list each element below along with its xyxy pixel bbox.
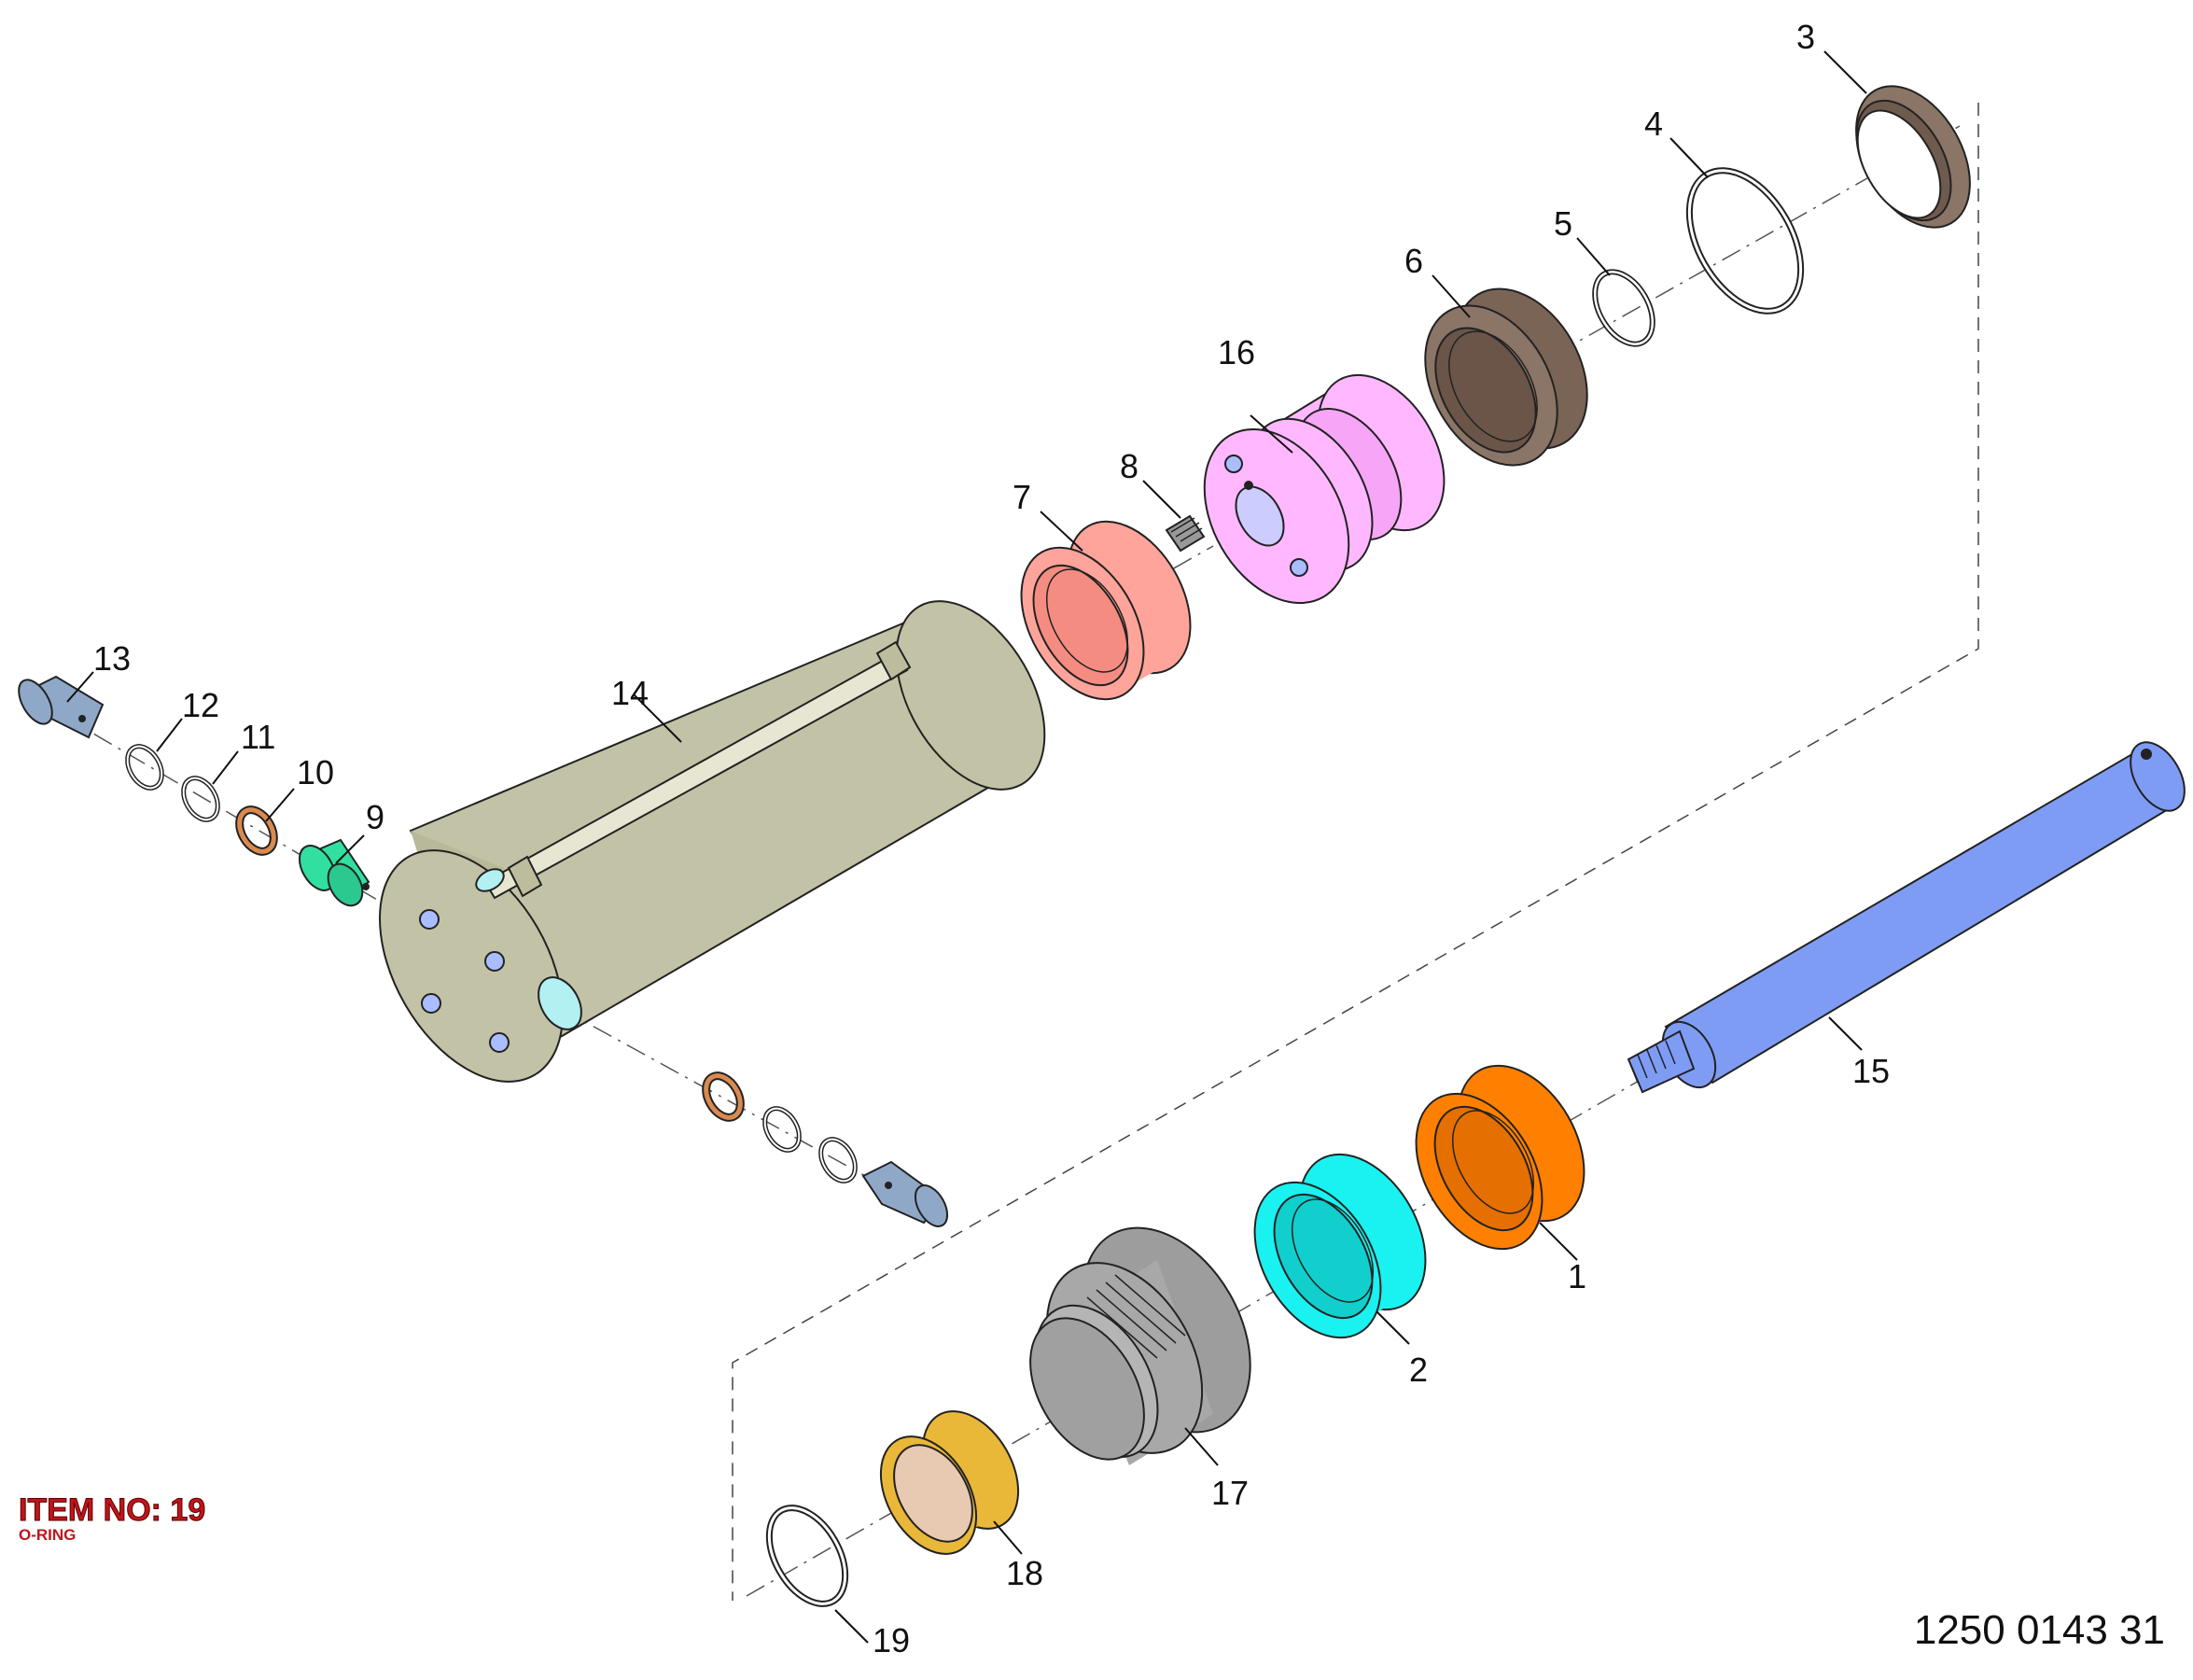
callout-6: 6: [1404, 242, 1423, 280]
callout-labels: 1 2 3 4 5 6 7 8 9 10 11 12 13 14 15 16 1…: [93, 18, 1890, 1659]
part-10-washer: [235, 805, 278, 856]
item-number-title: ITEM NO: 19: [18, 1492, 206, 1528]
lower-oring-b: [818, 1137, 858, 1183]
part-6-seal: [1424, 287, 1588, 467]
callout-2: 2: [1409, 1351, 1428, 1389]
item-description: O-RING: [19, 1526, 77, 1544]
callout-7: 7: [1013, 478, 1031, 516]
part-1-bushing: [1415, 1064, 1585, 1251]
part-4-oring: [1685, 167, 1805, 315]
callout-12: 12: [182, 686, 219, 724]
callout-15: 15: [1852, 1052, 1890, 1090]
callout-8: 8: [1120, 447, 1138, 485]
part-3-ring: [1855, 85, 1971, 229]
part-19-oring: [765, 1505, 849, 1607]
part-8-set-screw: [1165, 514, 1206, 553]
lower-washer: [702, 1071, 745, 1122]
callout-11: 11: [241, 718, 275, 756]
part-11-oring: [181, 776, 220, 822]
callout-16: 16: [1218, 333, 1255, 371]
part-15-rod: [1627, 741, 2186, 1094]
callout-9: 9: [366, 798, 384, 836]
drawing-number: 1250 0143 31: [1913, 1607, 2165, 1653]
part-2-ring: [1253, 1153, 1427, 1339]
part-12-oring: [125, 744, 164, 791]
part-17-gland: [1029, 1226, 1251, 1465]
callout-3: 3: [1796, 18, 1815, 56]
callout-19: 19: [873, 1621, 910, 1659]
part-16-piston: [1203, 373, 1446, 605]
callout-13: 13: [93, 639, 131, 678]
part-14-cylinder: [379, 600, 1046, 1083]
callout-18: 18: [1006, 1554, 1043, 1592]
callout-5: 5: [1554, 204, 1572, 243]
part-18-bushing: [879, 1410, 1020, 1555]
lower-oring-a: [762, 1106, 802, 1153]
callout-14: 14: [611, 674, 649, 712]
item-info: ITEM NO: 19 O-RING: [18, 1492, 206, 1544]
part-13-fitting: [18, 675, 105, 739]
callout-17: 17: [1211, 1474, 1249, 1512]
callout-4: 4: [1644, 105, 1663, 143]
part-7-ring: [1020, 520, 1192, 701]
part-9-fitting: [299, 838, 370, 907]
part-5-oring: [1592, 269, 1655, 347]
callout-1: 1: [1568, 1257, 1586, 1295]
lower-fitting: [861, 1160, 949, 1227]
leader-lines: [66, 50, 1867, 1644]
callout-10: 10: [297, 753, 334, 791]
